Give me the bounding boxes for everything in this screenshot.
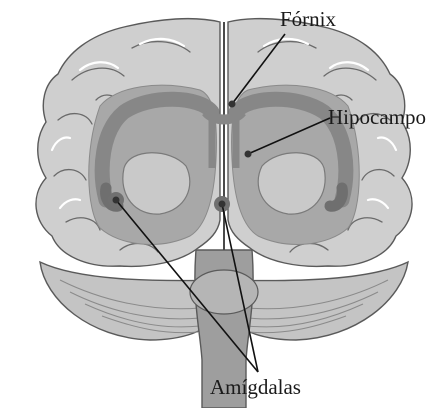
label-hippocampus: Hipocampo <box>328 105 426 129</box>
pons <box>190 270 258 314</box>
label-amygdalae: Amígdalas <box>210 375 301 399</box>
fornix-leader-dot <box>229 101 236 108</box>
label-fornix: Fórnix <box>280 7 337 31</box>
amygdala-leader-dot-left <box>113 197 120 204</box>
amygdala-leader-dot-right <box>219 201 226 208</box>
hippocampus-leader-dot <box>245 151 252 158</box>
